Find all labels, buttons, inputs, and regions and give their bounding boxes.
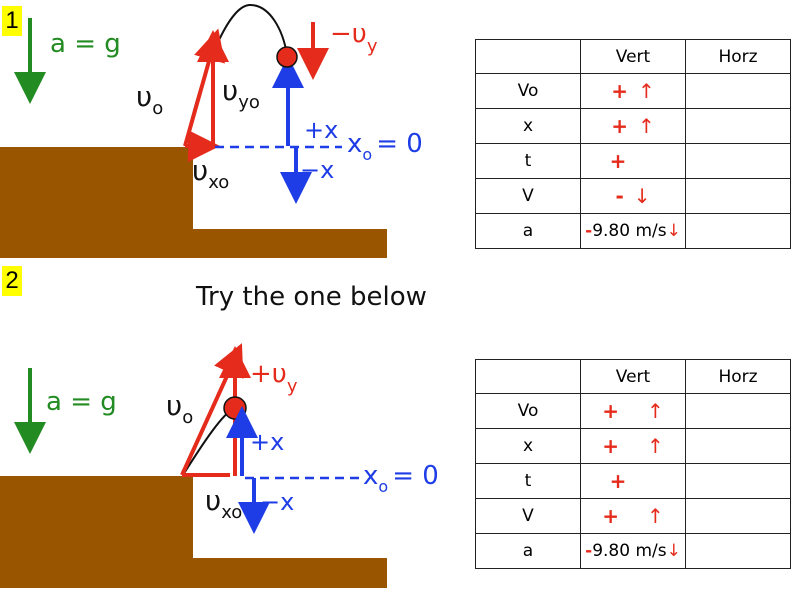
horz-cell	[685, 428, 791, 464]
row-label: a	[475, 213, 581, 249]
sign-symbol: +	[602, 399, 619, 423]
v0-label-2: υo	[166, 389, 193, 428]
table-row: Vo +↑	[475, 73, 791, 109]
plus-x-label-1: +x	[304, 116, 338, 144]
horz-cell	[685, 108, 791, 144]
horz-cell	[685, 393, 791, 429]
row-label: t	[475, 143, 581, 179]
sign-symbol: +	[609, 469, 627, 493]
table-row: V +↑	[475, 498, 791, 534]
vert-cell: -↓	[580, 178, 686, 214]
sign-symbol: +	[609, 149, 627, 173]
vert-cell: +↑	[580, 73, 686, 109]
x0-label-2: xo= 0	[363, 461, 439, 496]
minus-x-label-1: −x	[300, 156, 334, 184]
row-label: Vo	[475, 73, 581, 109]
row-label: Vo	[475, 393, 581, 429]
vx0-label-1: υxo	[192, 154, 229, 193]
header-cell-horz: Horz	[685, 39, 791, 74]
row-label: t	[475, 463, 581, 499]
header-cell	[475, 39, 581, 74]
table-row: x +↑	[475, 428, 791, 464]
accel-cell: -9.80 m/s↓	[580, 533, 686, 569]
horz-cell	[685, 213, 791, 249]
accel-value: 9.80 m/s	[592, 541, 667, 561]
direction-arrow-icon: ↑	[647, 399, 664, 423]
ball-2	[223, 396, 247, 420]
row-label: x	[475, 428, 581, 464]
ground-1	[0, 147, 387, 258]
horz-cell	[685, 498, 791, 534]
ground-2	[0, 476, 387, 588]
header-cell	[475, 359, 581, 394]
horz-cell	[685, 73, 791, 109]
horz-cell	[685, 463, 791, 499]
header-cell-vert: Vert	[580, 359, 686, 394]
sign-symbol: +	[602, 434, 619, 458]
vy0-label-1: υyo	[222, 74, 260, 113]
horz-cell	[685, 143, 791, 179]
v0-arrow-1	[183, 28, 225, 147]
table-row: x +↑	[475, 108, 791, 144]
table-row: a -9.80 m/s↓	[475, 213, 791, 249]
vert-cell: +↑	[580, 393, 686, 429]
header-cell-horz: Horz	[685, 359, 791, 394]
plus-x-label-2: +x	[250, 428, 284, 456]
neg-vy-label-1: −υy	[330, 19, 378, 57]
row-label: x	[475, 108, 581, 144]
row-label: a	[475, 533, 581, 569]
direction-arrow-icon: ↑	[638, 79, 655, 103]
vert-cell: +↑	[580, 428, 686, 464]
horz-cell	[685, 178, 791, 214]
sign-symbol: -	[615, 184, 624, 208]
instruction-text: Try the one below	[196, 282, 427, 312]
vert-cell: +	[580, 143, 686, 179]
accel-minus: -	[585, 221, 593, 241]
sign-table-2: Vert Horz Vo +↑ x +↑ t + V +↑ a -9.80 m/…	[475, 359, 791, 569]
direction-arrow-icon: ↑	[638, 114, 655, 138]
accel-minus: -	[585, 541, 593, 561]
vert-cell: +↑	[580, 498, 686, 534]
table-header-row: Vert Horz	[475, 359, 791, 394]
row-label: V	[475, 178, 581, 214]
table-row: V -↓	[475, 178, 791, 214]
accel-value: 9.80 m/s	[592, 221, 667, 241]
row-label: V	[475, 498, 581, 534]
direction-arrow-icon: ↓	[633, 184, 651, 208]
table-row: Vo +↑	[475, 393, 791, 429]
problem-badge-2: 2	[2, 266, 22, 296]
accel-label-1: a = g	[50, 29, 121, 59]
vx0-label-2: υxo	[205, 484, 242, 523]
accel-label-2: a = g	[46, 387, 117, 417]
direction-arrow-icon: ↑	[647, 504, 664, 528]
accel-cell: -9.80 m/s↓	[580, 213, 686, 249]
sign-symbol: +	[611, 114, 628, 138]
ball-1	[276, 46, 298, 68]
vert-cell: +	[580, 463, 686, 499]
v0-label-1: υo	[136, 80, 163, 119]
table-row: t +	[475, 463, 791, 499]
sign-symbol: +	[611, 79, 628, 103]
horz-cell	[685, 533, 791, 569]
down-arrow-icon: ↓	[666, 541, 681, 561]
header-cell-vert: Vert	[580, 39, 686, 74]
x0-label-1: xo= 0	[347, 129, 423, 164]
minus-x-label-2: −x	[260, 488, 294, 516]
direction-arrow-icon: ↑	[647, 434, 664, 458]
table-row: t +	[475, 143, 791, 179]
vert-cell: +↑	[580, 108, 686, 144]
table-header-row: Vert Horz	[475, 39, 791, 74]
sign-symbol: +	[602, 504, 619, 528]
down-arrow-icon: ↓	[666, 221, 681, 241]
sign-table-1: Vert Horz Vo +↑ x +↑ t + V -↓ a -9.80 m/…	[475, 39, 791, 249]
table-row: a -9.80 m/s↓	[475, 533, 791, 569]
pos-vy-label-2: +υy	[250, 359, 298, 397]
problem-badge-1: 1	[2, 6, 22, 36]
